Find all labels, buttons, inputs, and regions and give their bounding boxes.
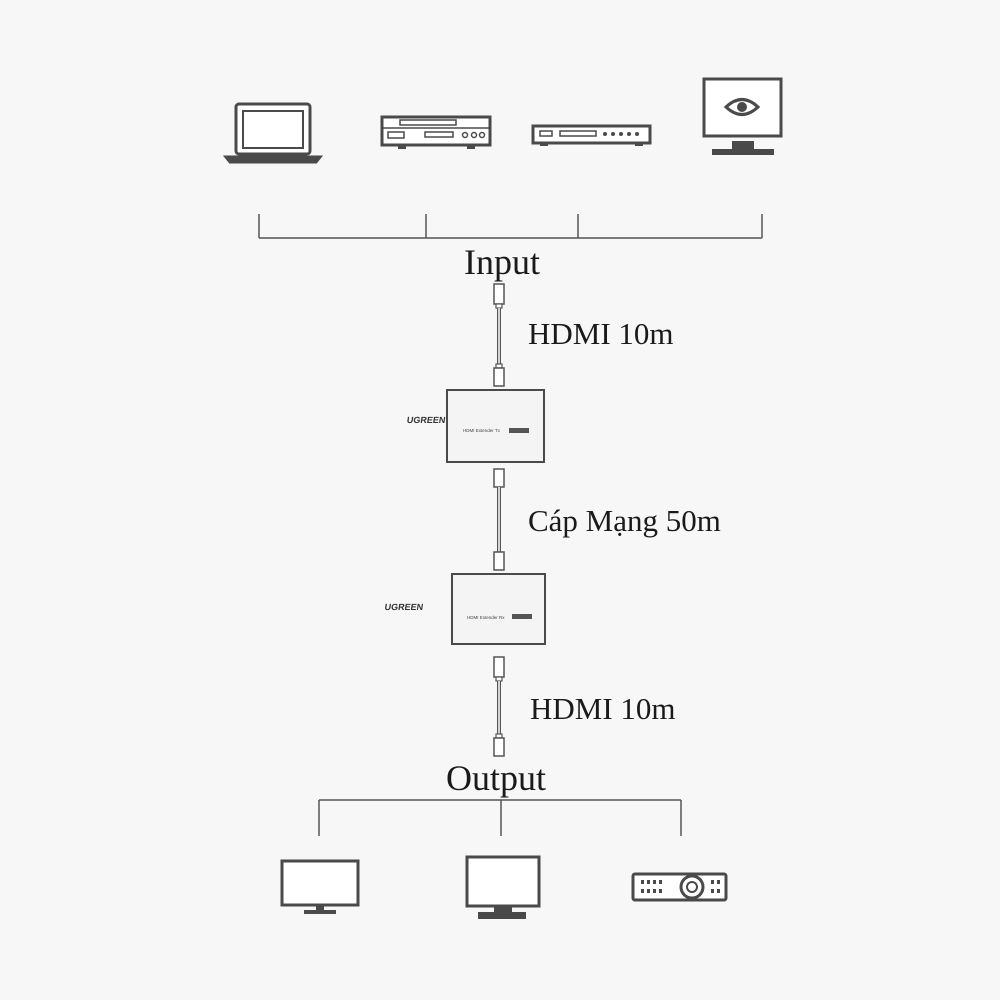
input-bracket [258,214,763,239]
hdmi-cable-out [493,656,505,757]
monitor-icon [465,855,541,919]
set-top-box-icon [531,124,652,146]
monitor-eye-icon [702,77,783,155]
projector-icon [631,872,728,902]
transmitter-brand: UGREEN [406,415,446,425]
output-label: Output [446,758,546,798]
receiver-box: UGREEN HDMI Extender Rx [384,573,546,645]
transmitter-model: HDMI Extender Tx [463,428,501,433]
laptop-icon [222,102,324,164]
receiver-tag [512,614,532,619]
tv-icon [280,859,360,914]
receiver-brand: UGREEN [384,602,424,612]
network-label: Cáp Mạng 50m [528,503,721,538]
network-cable [493,468,505,571]
transmitter-tag [509,428,529,433]
hdmi-out-label: HDMI 10m [530,691,676,726]
hdmi-cable-in [493,283,505,387]
transmitter-box: UGREEN HDMI Extender Tx [406,389,545,463]
hdmi-in-label: HDMI 10m [528,316,674,351]
output-bracket [318,799,682,836]
input-label: Input [464,242,540,282]
dvd-player-icon [380,115,492,149]
receiver-model: HDMI Extender Rx [467,615,505,620]
